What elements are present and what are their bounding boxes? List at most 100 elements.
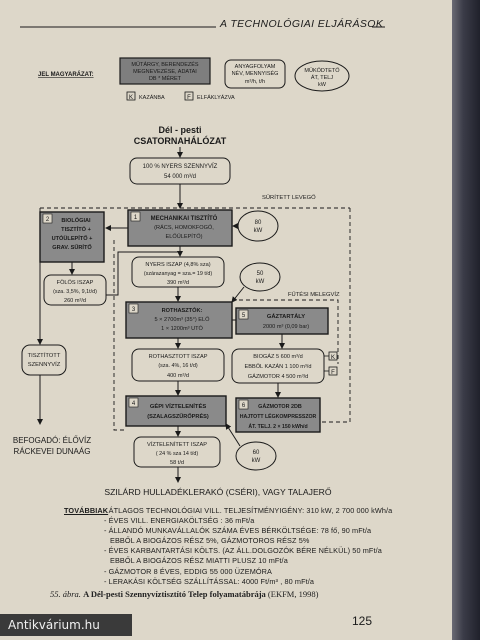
legend-f-letter: F (187, 95, 191, 101)
legend-box3-line3: kW (318, 82, 327, 88)
kw50-value: 50 (257, 271, 264, 277)
power-60kw-ellipse (235, 441, 277, 471)
digested-line2: (sza. 4%, 16 t/d) (158, 363, 197, 369)
page-number: 125 (352, 614, 373, 628)
caption-number: 55. ábra. (50, 589, 81, 599)
k-marker-letter: K (331, 355, 335, 361)
compressed-air-label: SŰRÍTETT LEVEGŐ (262, 194, 316, 201)
box1-line3: ELŐÜLEPÍTŐ) (166, 233, 203, 240)
biogas-line3: GÁZMOTOR 4 500 m³/d (248, 373, 309, 380)
treated-line1: TISZTÍTOTT (28, 352, 61, 359)
excess-sludge-line2: (sza. 3,5%, 9,1t/d) (53, 289, 97, 295)
box2-line1: BIOLÓGIAI (61, 216, 91, 224)
raw-sludge-line3: 390 m³/d (167, 280, 189, 286)
dewatered-line2: ( 24 % sza 14 t/d) (156, 451, 198, 457)
box4-line1: GÉPI VÍZTELENÍTÉS (150, 402, 207, 410)
receiving-water-line2: RÁCKEVEI DUNAÁG (14, 447, 91, 456)
watermark: Antikvárium.hu (0, 614, 132, 636)
kw80-unit: kW (254, 228, 263, 234)
legend-box1-line2: MEGNEVEZÉSE, ADATAI (133, 68, 197, 75)
source-title-line1: Dél - pesti (158, 125, 201, 135)
treated-wastewater-flow (21, 344, 67, 376)
legend-box1-line1: MŰTÁRGY, BERENDEZÉS (131, 61, 198, 68)
legend-box2-line1: ANYAGFOLYAM (235, 64, 276, 70)
mechanical-dewatering-box (125, 395, 227, 427)
notes-label: TOVÁBBIAK (64, 506, 109, 515)
chapter-header: A TECHNOLÓGIAI ELJÁRÁSOK (220, 18, 384, 30)
note-line-6: EBBŐL A BIOGÁZOS RÉSZ MIATTI PLUSZ 10 mF… (110, 556, 288, 565)
kw60-value: 60 (253, 450, 260, 456)
note-line-8: - LERAKÁSI KÖLTSÉG SZÁLLÍTÁSSAL: 4000 Ft… (104, 577, 315, 586)
box3-line1: ROTHASZTÓK: (162, 306, 203, 314)
box5-line2: 2000 m³ (0,09 bar) (263, 324, 309, 330)
note-line-7: - GÁZMOTOR 8 ÉVES, EDDIG 55 000 ÜZEMÓRA (104, 567, 272, 576)
dewatered-sludge-flow (133, 436, 221, 468)
legend-equipment-box (119, 57, 211, 85)
heating-water-label: FŰTÉSI MELEGVÍZ (288, 291, 340, 298)
box3-line3: 1 × 1200m³ UTÓ (161, 325, 203, 332)
legend-box2-line2: NÉV, MENNYISÉG (232, 70, 279, 77)
note-line-4: EBBŐL A BIOGÁZOS RÉSZ 5%, GÁZMOTOROS RÉS… (110, 536, 310, 545)
box1-line2: (RÁCS, HOMOKFOGÓ, (154, 224, 214, 231)
excess-sludge-line1: FÖLÖS ISZAP (57, 279, 94, 286)
caption-source: (EKFM, 1998) (267, 589, 319, 599)
process-flow-diagram: JEL MAGYARÁZAT: MŰTÁRGY, BERENDEZÉS MEGN… (13, 26, 385, 497)
gas-engine-box (235, 397, 321, 433)
receiving-water-line1: BEFOGADÓ: ÉLŐVÍZ (13, 436, 91, 445)
box5-number: 5 (242, 313, 246, 319)
kw60-unit: kW (252, 458, 261, 464)
biogas-line1: BIOGÁZ 5 600 m³/d (253, 353, 302, 360)
f-marker-letter: F (331, 370, 335, 376)
biogas-line2: EBBŐL KAZÁN 1 100 m³/d (245, 363, 312, 370)
box2-line3: UTÓÜLEPÍTŐ + (52, 234, 94, 242)
raw-sludge-line2: (szárazanyag = sza.= 19 t/d) (144, 271, 213, 277)
caption-title: A Dél-pesti Szennyvíztisztító Telep foly… (83, 589, 266, 599)
legend-f-label: ELFÁKLYÁZVA (197, 94, 235, 101)
disposal-text: SZILÁRD HULLADÉKLERAKÓ (CSÉRI), VAGY TAL… (104, 487, 331, 497)
box4-line2: (SZALAGSZŰRŐPRÉS) (147, 412, 209, 420)
legend-f-key (184, 91, 194, 101)
note-line-2: - ÉVES VILL. ENERGIAKÖLTSÉG : 36 mFt/a (104, 516, 255, 525)
box5-line1: GÁZTARTÁLY (267, 313, 305, 320)
box3-line2: 5 × 2700m³ (35°) ELŐ (155, 316, 211, 323)
note-line-3: - ÁLLANDÓ MUNKAVÁLLALÓK SZÁMA ÉVES BÉRKÖ… (104, 526, 372, 535)
digesters-box (125, 301, 233, 339)
kw50-unit: kW (256, 279, 265, 285)
legend-operator-ellipse (294, 60, 350, 92)
box6-line3: ÁT. TELJ. 2 × 150 kWh/d (248, 423, 307, 430)
box2-line4: GRAV. SŰRÍTŐ (52, 243, 92, 251)
box6-number: 6 (242, 403, 246, 409)
treated-line2: SZENNYVÍZ (28, 361, 61, 368)
kw80-value: 80 (255, 220, 262, 226)
excess-sludge-line3: 260 m³/d (64, 298, 86, 304)
box2-number: 2 (46, 217, 50, 223)
source-title-line2: CSATORNAHÁLÓZAT (134, 135, 227, 146)
legend-k-letter: K (129, 95, 133, 101)
raw-water-line1: 100 % NYERS SZENNYVÍZ (143, 163, 218, 170)
legend-label: JEL MAGYARÁZAT: (38, 71, 94, 78)
power-80kw-ellipse (237, 210, 279, 242)
box4-number: 4 (132, 401, 136, 407)
gas-holder-box (235, 307, 329, 335)
box6-line1: GÁZMOTOR 2DB (258, 403, 302, 410)
box2-line2: TISZTÍTÓ + (61, 225, 91, 233)
legend-k-label: KAZÁNBA (139, 94, 165, 101)
legend-box1-line3: DB * MÉRET (149, 75, 182, 82)
raw-wastewater-flow (129, 157, 231, 185)
legend-k-key (126, 91, 136, 101)
raw-sludge-line1: NYERS ISZAP (4,8% sza) (145, 262, 210, 268)
raw-water-line2: 54 000 m³/d (164, 174, 196, 180)
dewatered-line3: 58 t/d (170, 460, 184, 466)
dewatered-line1: VÍZTELENÍTETT ISZAP (147, 441, 207, 448)
figure-caption: 55. ábra. A Dél-pesti Szennyvíztisztító … (50, 589, 318, 599)
digested-line1: ROTHASZTOTT ISZAP (149, 354, 208, 360)
power-50kw-ellipse (239, 262, 281, 292)
book-spine (452, 0, 480, 640)
box1-line1: MECHANIKAI TISZTÍTÓ (151, 214, 218, 222)
box3-number: 3 (132, 307, 136, 313)
box1-number: 1 (134, 215, 138, 221)
mechanical-treatment-box (127, 209, 233, 247)
note-line-1: - ÁTLAGOS TECHNOLÓGIAI VILL. TELJESÍTMÉN… (104, 506, 393, 515)
note-line-5: - ÉVES KARBANTARTÁSI KÖLTS. (AZ ÁLL.DOLG… (104, 546, 382, 555)
excess-sludge-flow (43, 274, 107, 306)
